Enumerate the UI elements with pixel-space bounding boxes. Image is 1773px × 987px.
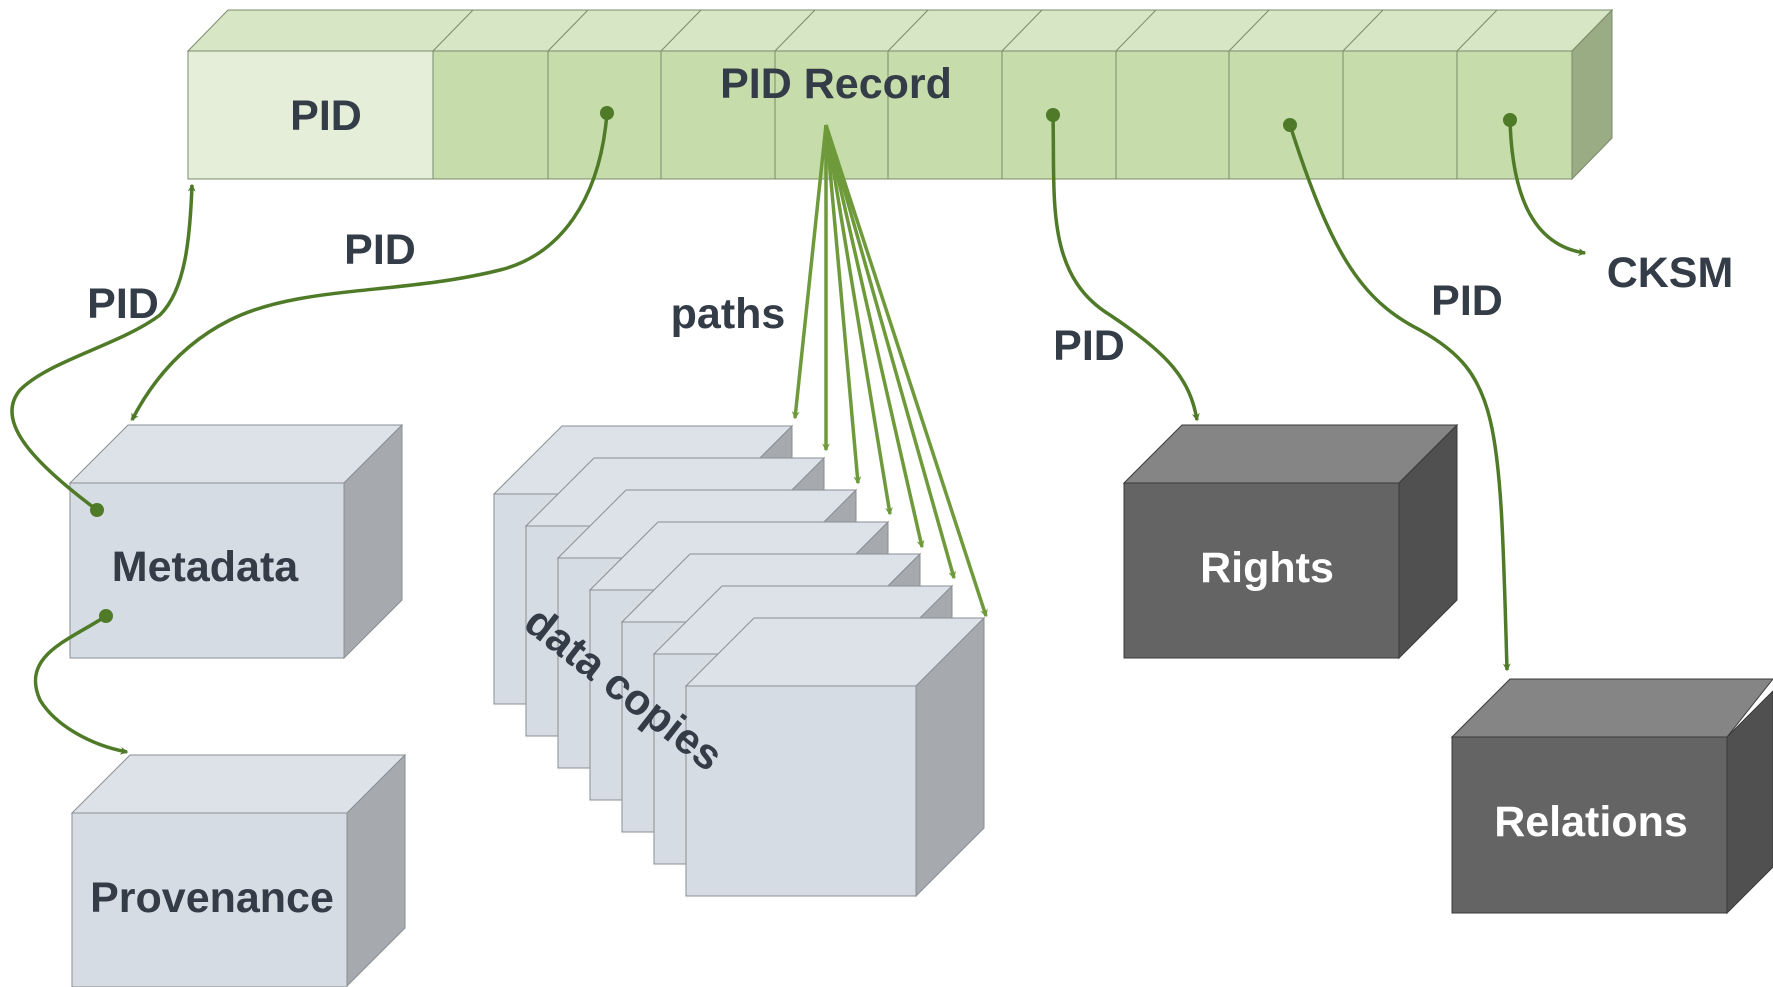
record-cell-top-edge <box>660 9 702 52</box>
pid-to-metadata-label: PID <box>344 226 416 274</box>
data-copies-stack <box>492 424 986 898</box>
connectors <box>10 106 1587 755</box>
data-copy-cube <box>684 616 986 898</box>
path-arrow <box>824 124 925 549</box>
rights-label: Rights <box>1200 544 1334 592</box>
paths-label: paths <box>671 290 786 338</box>
record-cell-top-edge <box>432 9 474 52</box>
record-to-checksum-arrow <box>1508 119 1587 256</box>
pid-to-record-label: PID <box>87 280 159 328</box>
record-cell-top-edge <box>1115 9 1157 52</box>
metadata-box-front <box>69 482 345 659</box>
path-arrow <box>791 124 828 420</box>
record-rights-anchor <box>1046 108 1060 122</box>
rights-box-front <box>1123 482 1400 659</box>
record-pid-label: PID <box>290 92 362 140</box>
relations-label: Relations <box>1494 798 1688 846</box>
pid-to-relations-label: PID <box>1431 277 1503 325</box>
record-checksum-anchor <box>1503 113 1517 127</box>
record-to-metadata-arrow <box>130 112 609 422</box>
record-cell-dividers <box>432 9 1498 179</box>
path-arrow <box>824 124 893 516</box>
record-cell-top-edge <box>1342 9 1384 52</box>
record-relations-anchor <box>1283 118 1297 132</box>
record-cell-top-edge <box>1456 9 1498 52</box>
path-arrow <box>824 124 862 485</box>
provenance-box-front <box>71 812 348 987</box>
metadata-label: Metadata <box>112 543 299 591</box>
provenance-label: Provenance <box>90 874 334 922</box>
metadata-pid-anchor <box>90 503 104 517</box>
metadata-to-provenance-arrow <box>33 614 129 755</box>
record-to-rights-arrow <box>1051 114 1200 422</box>
metadata-box <box>68 423 404 660</box>
record-cell-top-edge <box>887 9 929 52</box>
provenance-box <box>70 753 407 987</box>
rights-box <box>1122 423 1459 660</box>
record-top-face <box>186 9 1614 52</box>
path-arrow <box>824 124 988 618</box>
data-path-arrows <box>791 124 988 618</box>
record-cell-top-edge <box>1228 9 1270 52</box>
pid-record-bar <box>186 8 1614 181</box>
record-pid-cell <box>187 50 434 180</box>
relations-box-front <box>1451 736 1728 914</box>
pid-to-rights-label: PID <box>1053 322 1125 370</box>
record-cell-top-edge <box>547 9 589 52</box>
record-cell-top-edge <box>1001 9 1043 52</box>
record-title: PID Record <box>720 60 952 108</box>
metadata-to-pid-arrow <box>10 183 196 512</box>
relations-box-top <box>1450 678 1773 738</box>
data-copy-front <box>685 685 917 897</box>
metadata-provenance-anchor <box>99 609 113 623</box>
record-cell-top-edge <box>774 9 816 52</box>
path-arrow <box>824 124 957 580</box>
checksum-label: CKSM <box>1607 249 1734 297</box>
record-metadata-anchor <box>600 106 614 120</box>
relations-box <box>1450 678 1773 915</box>
record-to-relations-arrow <box>1288 124 1511 672</box>
